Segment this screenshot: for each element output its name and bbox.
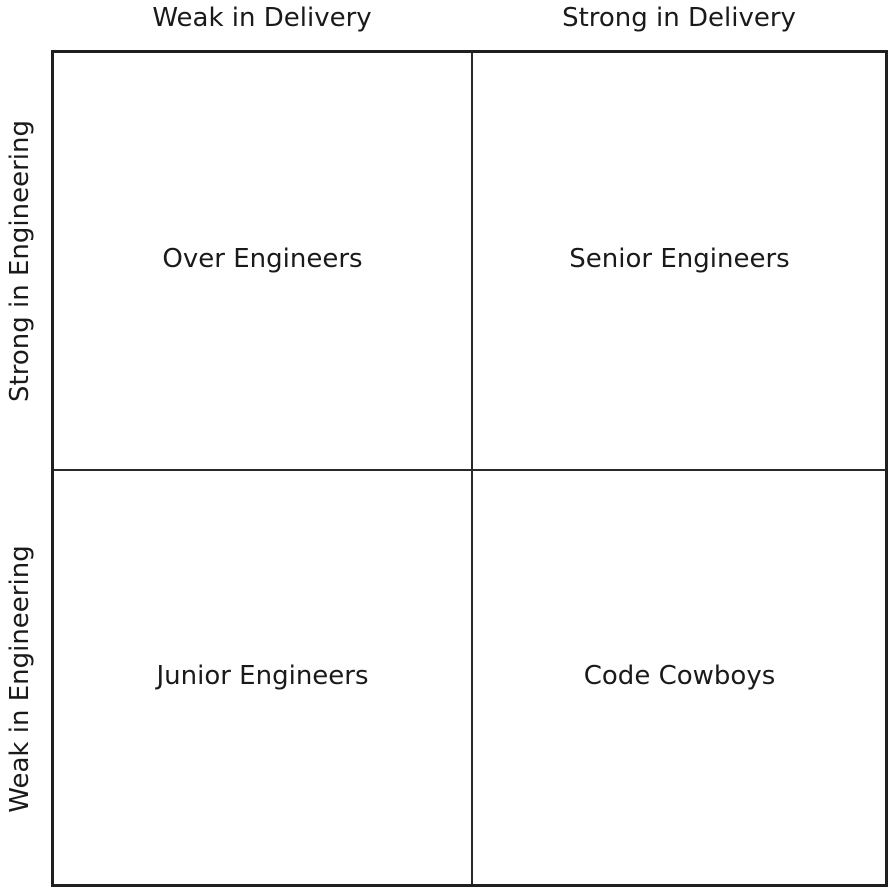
column-label-strong-delivery: Strong in Delivery bbox=[562, 3, 796, 33]
quadrant-junior-engineers: Junior Engineers bbox=[54, 470, 471, 887]
column-label-weak-delivery: Weak in Delivery bbox=[152, 3, 372, 33]
row-label-strong-engineering: Strong in Engineering bbox=[0, 52, 40, 470]
quadrant-grid: Over Engineers Senior Engineers Junior E… bbox=[51, 50, 888, 887]
horizontal-divider bbox=[54, 469, 885, 471]
quadrant-label: Junior Engineers bbox=[156, 660, 369, 691]
quadrant-senior-engineers: Senior Engineers bbox=[471, 53, 888, 470]
quadrant-code-cowboys: Code Cowboys bbox=[471, 470, 888, 887]
quadrant-over-engineers: Over Engineers bbox=[54, 53, 471, 470]
quadrant-label: Senior Engineers bbox=[569, 243, 790, 274]
row-label-strong-engineering-text: Strong in Engineering bbox=[5, 120, 35, 402]
quadrant-label: Code Cowboys bbox=[583, 660, 776, 691]
row-label-weak-engineering-text: Weak in Engineering bbox=[5, 545, 35, 813]
row-label-weak-engineering: Weak in Engineering bbox=[0, 470, 40, 888]
vertical-divider bbox=[471, 53, 473, 884]
quadrant-label: Over Engineers bbox=[162, 243, 363, 274]
